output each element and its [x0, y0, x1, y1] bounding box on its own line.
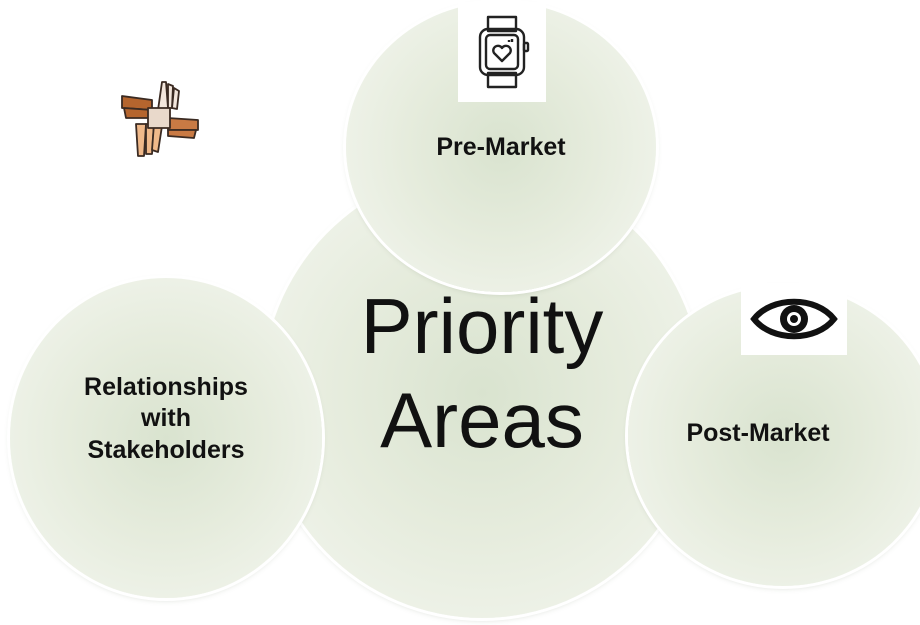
pre-market-label: Pre-Market: [436, 133, 566, 161]
relationships-label-line-3: Stakeholders: [87, 435, 245, 464]
center-title-line-2: Areas: [380, 375, 584, 464]
eye-icon: [741, 283, 847, 355]
post-market-label: Post-Market: [686, 419, 830, 447]
smartwatch-icon: [458, 2, 546, 102]
relationships-label: Relationships with Stakeholders: [60, 372, 272, 466]
joined-hands-icon: [118, 78, 202, 160]
relationships-label-line-1: Relationships: [84, 373, 248, 401]
center-title: Priority Areas: [262, 280, 702, 467]
center-title-line-1: Priority: [360, 282, 604, 370]
relationships-circle: Relationships with Stakeholders: [10, 278, 322, 598]
relationships-label-line-2: with: [141, 404, 191, 433]
